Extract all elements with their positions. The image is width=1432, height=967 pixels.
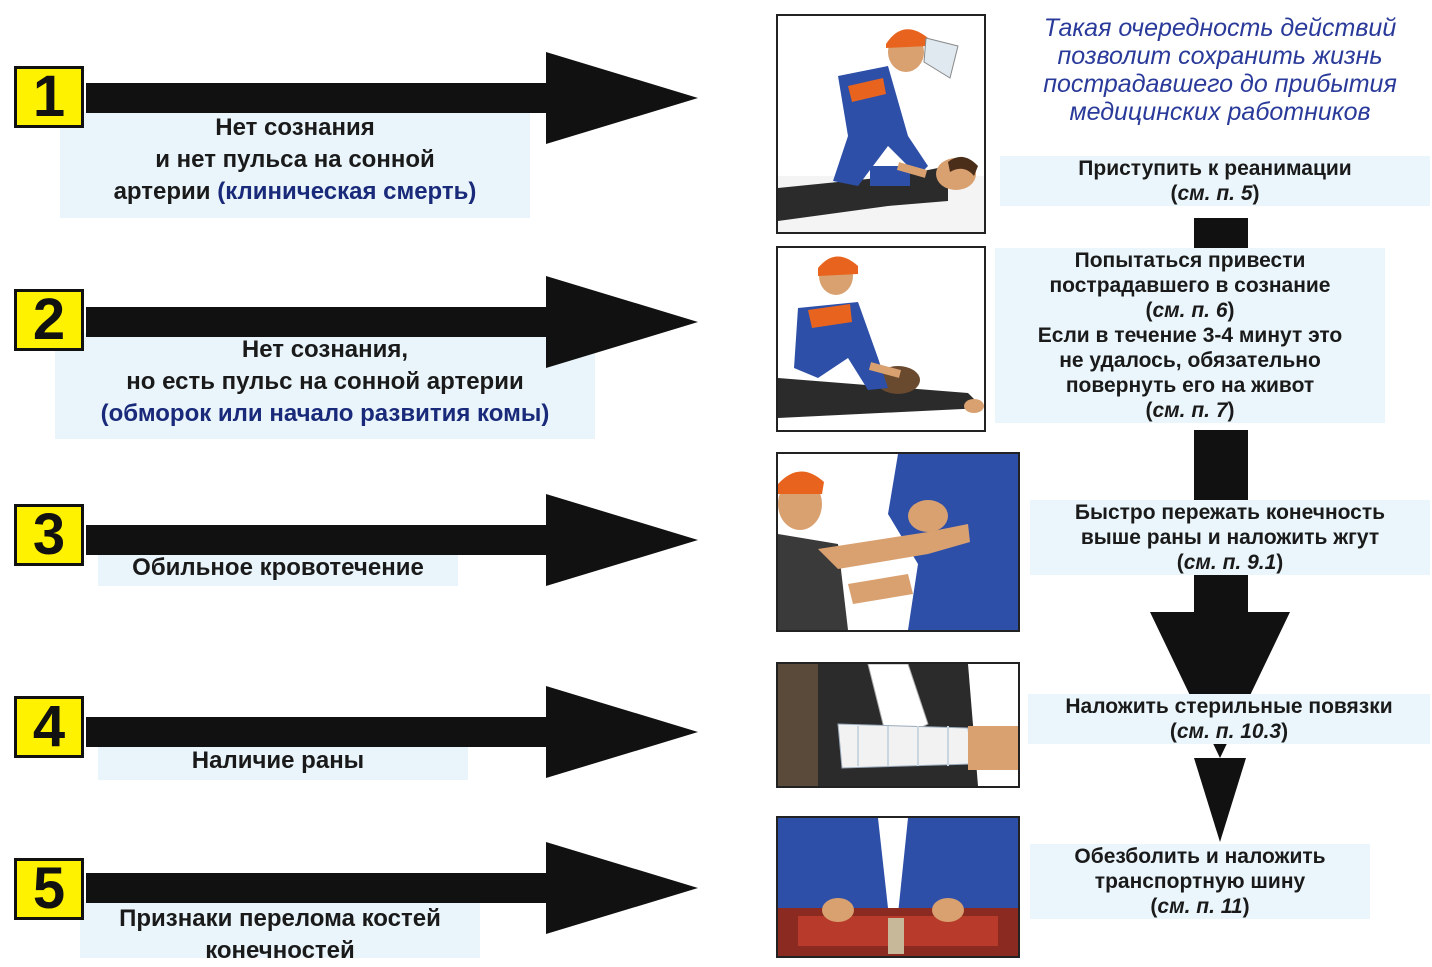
arrow-3 (86, 494, 698, 586)
action-2-line-4: не удалось, обязательно (1059, 349, 1321, 372)
illustration-tourniquet (776, 452, 1020, 632)
action-5-line-1: Обезболить и наложить (1074, 845, 1326, 868)
condition-4: Наличие раны (98, 745, 458, 777)
action-2-line-1: Попытаться привести (1074, 249, 1306, 272)
action-2-ref2: (см. п. 7) (1145, 399, 1235, 422)
action-1-line-1: Приступить к реанимации (1078, 157, 1352, 180)
arrow-2 (86, 276, 698, 368)
action-3-line-1: Быстро пережать конечность (1074, 501, 1386, 524)
condition-5-line-2: конечностей (205, 937, 355, 964)
sequence-note-line-4: медицинских работников (1069, 98, 1371, 126)
sequence-note-line-2: позволит сохранить жизнь (1057, 42, 1383, 70)
arrow-1 (86, 52, 698, 144)
action-2-ref: (см. п. 6) (1145, 299, 1235, 322)
condition-1-line-1: Нет сознания (215, 114, 375, 141)
action-3-ref: (см. п. 9.1) (1176, 551, 1284, 574)
arrow-4 (86, 686, 698, 778)
condition-5-line-1: Признаки перелома костей (119, 905, 441, 932)
condition-bg-2 (55, 333, 595, 439)
action-1-ref-text: см. п. 5 (1177, 182, 1253, 205)
action-4-line-1: Наложить стерильные повязки (1065, 695, 1393, 718)
illustration-recovery (776, 246, 986, 432)
step-number-3: 3 (14, 504, 84, 566)
condition-4-line-1: Наличие раны (191, 747, 365, 774)
condition-1: Нет сознания и нет пульса на сонной арте… (60, 112, 530, 208)
action-2: Попытаться привести пострадавшего в созн… (995, 248, 1385, 423)
step-number-5: 5 (14, 858, 84, 920)
action-4-ref: (см. п. 10.3) (1169, 720, 1289, 743)
action-5-line-2: транспортную шину (1094, 870, 1306, 893)
action-4: Наложить стерильные повязки (см. п. 10.3… (1028, 694, 1430, 744)
condition-bg-1 (60, 112, 530, 218)
action-3-line-2: выше раны и наложить жгут (1080, 526, 1380, 549)
sequence-note-line-1: Такая очередность действий (1043, 14, 1397, 42)
condition-3: Обильное кровотечение (98, 552, 458, 584)
illustration-bandage (776, 662, 1020, 788)
condition-1-line-3-plain: артерии (113, 178, 218, 205)
condition-5: Признаки перелома костей конечностей (80, 903, 480, 967)
condition-1-line-3-blue: (клиническая смерть) (217, 178, 477, 205)
action-4-ref-text: см. п. 10.3 (1176, 720, 1282, 743)
arrow-5 (86, 842, 698, 934)
condition-3-line-1: Обильное кровотечение (132, 554, 424, 581)
action-5-ref-text: см. п. 11 (1157, 895, 1243, 918)
condition-bg-3 (98, 550, 458, 586)
step-number-1: 1 (14, 66, 84, 128)
condition-2: Нет сознания, но есть пульс на сонной ар… (45, 334, 605, 430)
action-5-ref: (см. п. 11) (1150, 895, 1250, 918)
illustration-cpr (776, 14, 986, 234)
illustration-splint (776, 816, 1020, 958)
action-2-line-5: повернуть его на живот (1065, 374, 1315, 397)
action-1: Приступить к реанимации (см. п. 5) (1000, 156, 1430, 206)
condition-1-line-3: артерии (клиническая смерть) (60, 176, 530, 208)
condition-2-line-3: (обморок или начало развития комы) (100, 400, 550, 427)
action-5: Обезболить и наложить транспортную шину … (1030, 844, 1370, 919)
condition-bg-4 (98, 744, 468, 780)
step-number-2: 2 (14, 289, 84, 351)
action-3-ref-text: см. п. 9.1 (1183, 551, 1277, 574)
condition-2-line-2: но есть пульс на сонной артерии (126, 368, 524, 395)
condition-bg-5 (80, 902, 480, 958)
action-2-ref2-text: см. п. 7 (1152, 399, 1228, 422)
action-2-ref-text: см. п. 6 (1152, 299, 1228, 322)
sequence-note-line-3: пострадавшего до прибытия (1043, 70, 1397, 98)
action-3: Быстро пережать конечность выше раны и н… (1030, 500, 1430, 575)
sequence-note: Такая очередность действий позволит сохр… (1010, 14, 1430, 126)
action-1-ref: (см. п. 5) (1170, 182, 1260, 205)
action-2-line-2: пострадавшего в сознание (1049, 274, 1331, 297)
action-2-line-3: Если в течение 3-4 минут это (1037, 324, 1343, 347)
condition-2-line-1: Нет сознания, (241, 336, 409, 363)
step-number-4: 4 (14, 696, 84, 758)
condition-1-line-2: и нет пульса на сонной (155, 146, 435, 173)
